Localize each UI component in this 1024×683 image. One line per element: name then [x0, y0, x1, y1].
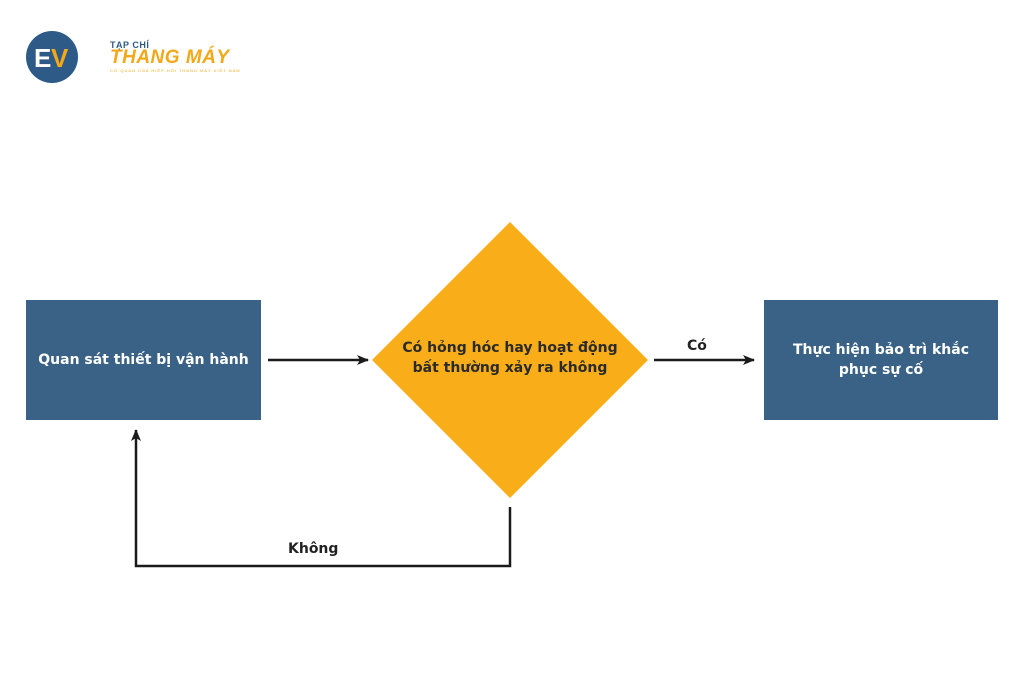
logo-title: THANG MÁY [110, 47, 230, 68]
process-label-observe: Quan sát thiết bị vận hành [38, 352, 249, 368]
decision-diamond [372, 222, 648, 498]
logo-tagline: CƠ QUAN CỦA HIỆP HỘI THANG MÁY VIỆT NAM [110, 68, 241, 73]
process-label-repair: Thực hiện bảo trì khắc phục sự cố [792, 342, 969, 378]
process-box-repair: Thực hiện bảo trì khắc phục sự cố [764, 300, 998, 420]
arrow-decision-back-to-observe [131, 429, 512, 568]
logo-small-text: TẠP CHÍ [110, 40, 150, 50]
ev-logo-icon: E V [26, 31, 78, 83]
svg-text:V: V [51, 43, 69, 73]
magazine-logo[interactable]: E V TẠP CHÍ THANG MÁY CƠ QUAN CỦA HIỆP H… [24, 30, 244, 86]
decision-label: Có hỏng hóc hay hoạt động bất thường xảy… [402, 340, 618, 376]
edge-label-yes: Có [687, 338, 707, 354]
process-box-observe: Quan sát thiết bị vận hành [26, 300, 261, 420]
edge-label-no: Không [288, 541, 339, 557]
svg-text:E: E [34, 43, 51, 73]
